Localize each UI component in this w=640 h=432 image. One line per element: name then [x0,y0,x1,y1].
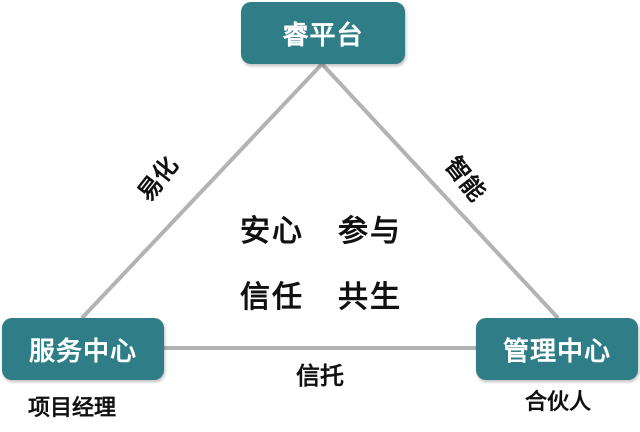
node-top-label: 睿平台 [282,20,364,51]
node-management-center: 管理中心 [476,318,638,380]
node-left-label: 服务中心 [28,336,137,367]
node-service-center: 服务中心 [2,318,164,380]
edge-right-line [320,62,560,320]
edge-left-line [80,62,324,320]
core-value: 安心 [240,214,304,249]
core-value: 信任 [240,280,304,315]
role-partner: 合伙人 [525,390,592,415]
core-value: 参与 [338,214,402,249]
edge-bottom-label: 信托 [296,362,344,390]
node-rui-platform: 睿平台 [241,2,405,64]
core-value: 共生 [338,280,402,315]
role-project-manager: 项目经理 [28,396,117,421]
node-right-label: 管理中心 [502,336,611,367]
